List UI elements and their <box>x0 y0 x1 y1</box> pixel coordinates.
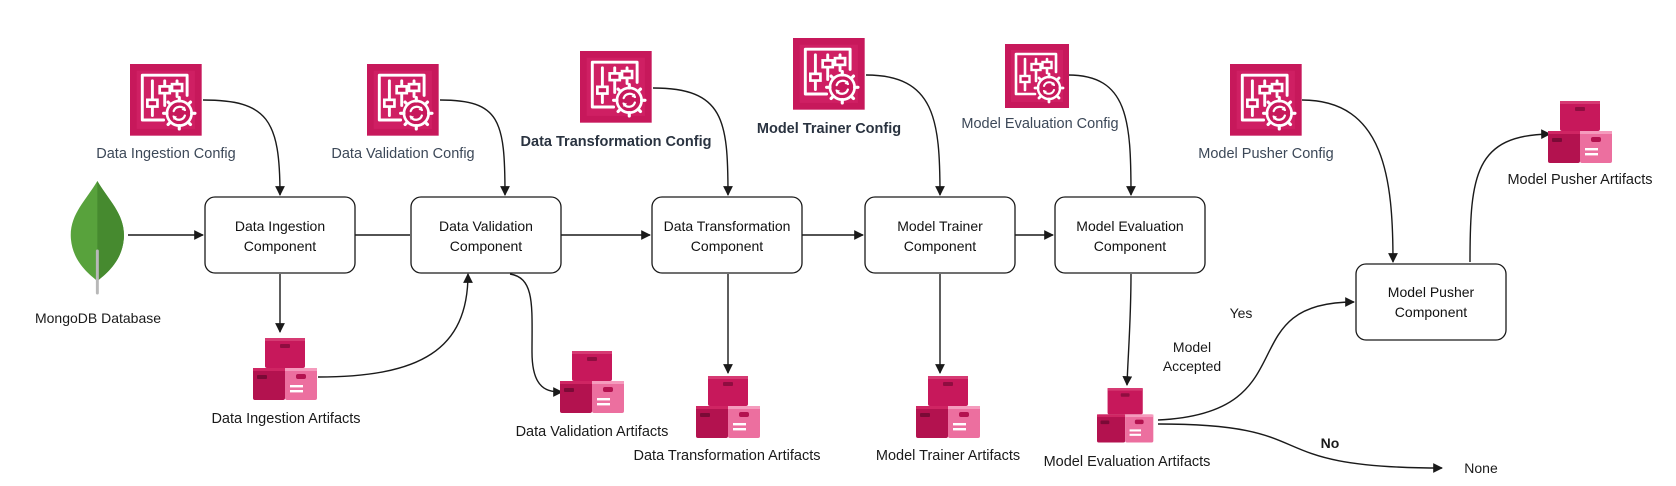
artifacts-evaluation-label: Model Evaluation Artifacts <box>1044 454 1211 470</box>
component-boxes: Data Ingestion Component Data Validation… <box>204 196 1507 341</box>
artifact-boxes-icon <box>696 376 760 438</box>
config-sliders-gear-icon <box>1228 62 1304 138</box>
edge-transformation-config <box>652 87 733 196</box>
component-transformation-line2: Component <box>691 238 763 254</box>
artifact-boxes-icon <box>253 338 317 400</box>
artifacts: Data Ingestion Artifacts Data Validation… <box>211 101 1653 470</box>
config-validation: Data Validation Config <box>331 62 475 162</box>
decision-no-label: No <box>1321 435 1340 451</box>
edge-evaluation-config <box>1067 74 1136 196</box>
decision: Model Accepted Yes No None <box>1163 305 1498 476</box>
component-evaluation: Model Evaluation Component <box>1054 196 1206 274</box>
artifacts-transformation: Data Transformation Artifacts <box>634 376 821 464</box>
config-validation-label: Data Validation Config <box>331 146 474 162</box>
config-sliders-gear-icon <box>128 62 204 138</box>
edge-pusher-config <box>1301 99 1398 263</box>
config-trainer-label: Model Trainer Config <box>757 121 901 137</box>
config-transformation-label: Data Transformation Config <box>521 134 712 150</box>
component-transformation: Data Transformation Component <box>651 196 803 274</box>
component-trainer-line1: Model Trainer <box>897 218 983 234</box>
component-pusher-line2: Component <box>1395 304 1467 320</box>
mongodb-label: MongoDB Database <box>35 310 161 326</box>
configs: Data Ingestion Config Data Validation Co… <box>96 36 1334 162</box>
mongodb-leaf-icon <box>69 179 126 295</box>
artifacts-transformation-label: Data Transformation Artifacts <box>634 448 821 464</box>
component-validation-line2: Component <box>450 238 522 254</box>
artifacts-ingestion-label: Data Ingestion Artifacts <box>211 411 360 427</box>
config-sliders-gear-icon <box>791 36 867 112</box>
component-ingestion: Data Ingestion Component <box>204 196 356 274</box>
artifact-boxes-icon <box>1548 101 1612 163</box>
decision-condition-line1: Model <box>1173 339 1211 355</box>
config-transformation: Data Transformation Config <box>521 49 712 150</box>
decision-yes-label: Yes <box>1230 305 1253 321</box>
mongodb-source: MongoDB Database <box>35 179 161 326</box>
artifacts-trainer: Model Trainer Artifacts <box>876 376 1020 464</box>
config-ingestion-label: Data Ingestion Config <box>96 146 235 162</box>
component-ingestion-line2: Component <box>244 238 316 254</box>
edge-ingestion-config <box>202 99 285 196</box>
artifact-boxes-icon <box>916 376 980 438</box>
config-evaluation-label: Model Evaluation Config <box>961 116 1118 132</box>
artifacts-evaluation: Model Evaluation Artifacts <box>1044 388 1211 470</box>
decision-condition-line2: Accepted <box>1163 358 1221 374</box>
config-pusher-label: Model Pusher Config <box>1198 146 1333 162</box>
component-ingestion-line1: Data Ingestion <box>235 218 325 234</box>
edge-validation-config <box>439 99 510 196</box>
component-evaluation-line1: Model Evaluation <box>1076 218 1183 234</box>
component-pusher-line1: Model Pusher <box>1388 284 1475 300</box>
edge-yes-to-pusher <box>1157 297 1355 421</box>
config-trainer: Model Trainer Config <box>757 36 901 137</box>
edge-no-to-none <box>1157 423 1443 473</box>
component-validation-line1: Data Validation <box>439 218 533 234</box>
edges <box>128 74 1551 473</box>
edge-evaluation-to-artifacts <box>1122 273 1133 386</box>
artifacts-validation-label: Data Validation Artifacts <box>516 424 669 440</box>
component-trainer-line2: Component <box>904 238 976 254</box>
component-pusher: Model Pusher Component <box>1355 263 1507 341</box>
component-trainer: Model Trainer Component <box>864 196 1016 274</box>
config-evaluation: Model Evaluation Config <box>961 42 1119 132</box>
edge-validation-to-artifacts <box>509 273 563 397</box>
component-validation: Data Validation Component <box>410 196 562 274</box>
edge-trainer-config <box>865 74 945 196</box>
artifacts-trainer-label: Model Trainer Artifacts <box>876 448 1020 464</box>
config-pusher: Model Pusher Config <box>1198 62 1334 162</box>
config-sliders-gear-icon <box>1003 42 1071 110</box>
config-sliders-gear-icon <box>365 62 441 138</box>
artifacts-validation: Data Validation Artifacts <box>516 351 669 440</box>
decision-no-target: None <box>1464 460 1498 476</box>
artifacts-pusher: Model Pusher Artifacts <box>1507 101 1653 188</box>
component-evaluation-line2: Component <box>1094 238 1166 254</box>
edge-pusher-to-artifacts <box>1469 129 1551 263</box>
config-sliders-gear-icon <box>578 49 654 125</box>
artifact-boxes-icon <box>560 351 624 413</box>
artifacts-pusher-label: Model Pusher Artifacts <box>1507 172 1652 188</box>
component-transformation-line1: Data Transformation <box>664 218 791 234</box>
edge-ingestion-artifacts-to-validation <box>317 273 473 378</box>
artifacts-ingestion: Data Ingestion Artifacts <box>211 338 361 427</box>
artifact-boxes-icon <box>1097 388 1154 443</box>
config-ingestion: Data Ingestion Config <box>96 62 236 162</box>
